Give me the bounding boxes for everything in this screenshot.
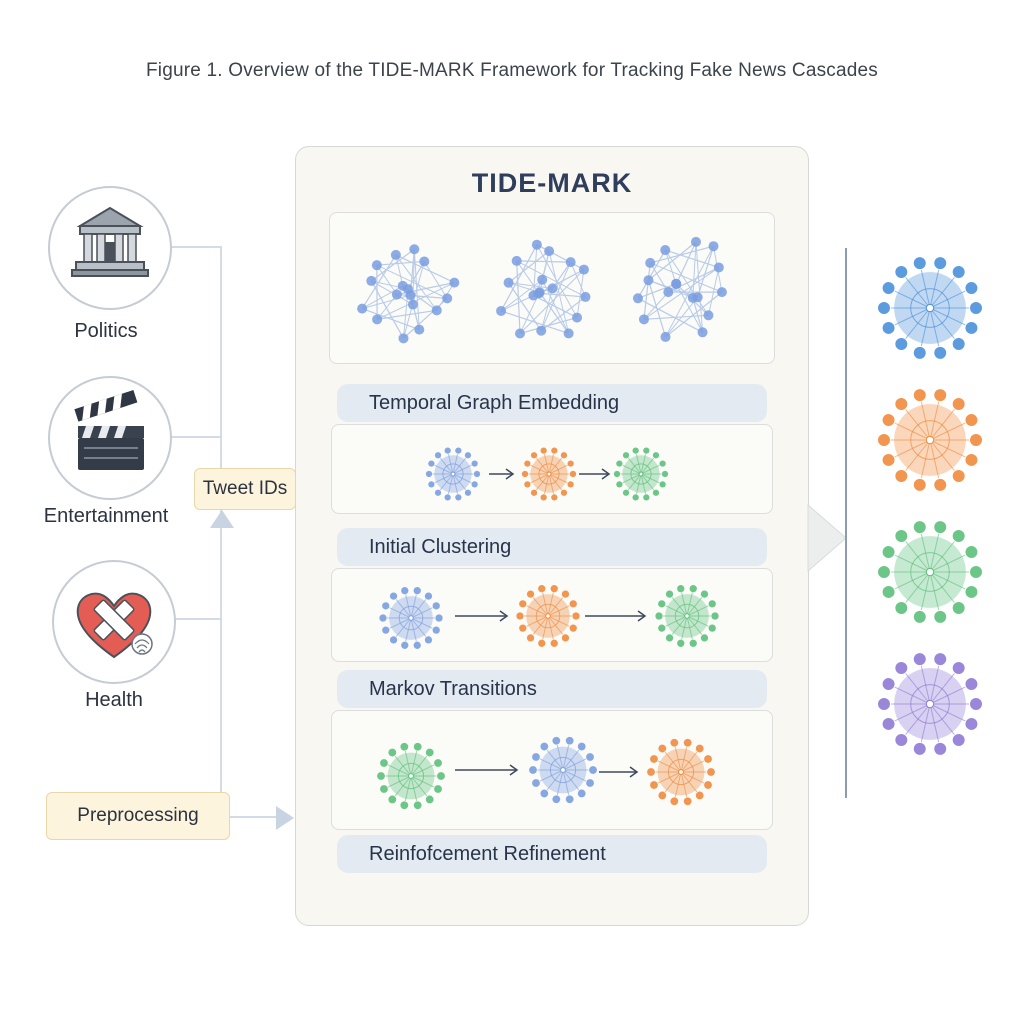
clustering-flow [331,568,771,660]
category-label-politics: Politics [74,320,138,342]
embedding-cluster-2 [521,447,577,501]
output-cluster-2 [878,389,982,491]
clustering-cluster-2 [516,585,580,647]
flow-arrow [455,610,509,622]
markov-flow-panel [331,710,773,830]
graph-snapshot-2 [496,239,591,339]
stage-markov-transitions: Markov Transitions [337,670,767,708]
right-arrow-icon [276,806,294,830]
flow-arrow [579,468,611,480]
markov-cluster-1 [377,742,445,810]
figure-title: Figure 1. Overview of the TIDE-MARK Fram… [146,60,878,81]
embedding-flow [331,424,771,512]
embedding-cluster-1 [425,447,481,501]
category-health [52,560,176,684]
connector-line [170,618,220,620]
tweet-ids-tag: Tweet IDs [194,468,296,510]
connector-line [220,246,222,816]
stage-temporal-graph-embedding: Temporal Graph Embedding [337,384,767,422]
clapperboard-icon [74,390,144,470]
preprocessing-tag: Preprocessing [46,792,230,840]
framework-title: TIDE-MARK [471,168,633,198]
category-label-entertainment: Entertainment [43,505,169,527]
category-entertainment [48,376,172,500]
graph-snapshot-1 [357,244,460,344]
flow-arrow [585,610,647,622]
graph-snapshot-3 [632,236,727,342]
output-clusters [860,240,1000,780]
stage-initial-clustering: Initial Clustering [337,528,767,566]
connector-line [170,246,220,248]
markov-cluster-2 [529,736,597,804]
output-cluster-4 [878,653,982,755]
flow-arrow [455,764,519,776]
markov-cluster-3 [647,738,715,806]
output-divider [845,248,847,798]
category-label-health: Health [85,689,143,711]
flow-arrow [489,468,515,480]
category-politics [48,186,172,310]
connector-line [170,436,220,438]
markov-flow [331,710,771,828]
stage-reinforcement-refinement: Reinfofcement Refinement [337,835,767,873]
flow-arrow [599,766,639,778]
output-arrow-icon [807,503,847,573]
temporal-graphs [329,212,773,362]
clustering-cluster-1 [379,587,443,649]
connector-line [228,816,280,818]
clustering-cluster-3 [655,585,719,647]
embedding-cluster-3 [613,447,669,501]
heart-cross-icon [76,592,153,659]
output-cluster-3 [878,521,982,623]
up-arrow-icon [210,510,234,528]
output-cluster-1 [878,257,982,359]
government-building-icon [71,206,149,277]
